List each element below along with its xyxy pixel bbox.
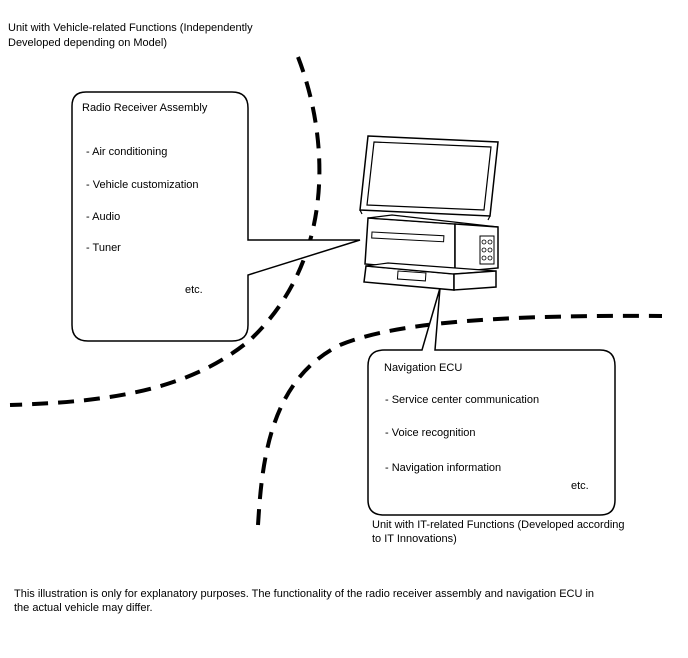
radio-receiver-item-tuner: - Tuner [86,242,121,254]
footnote-line1: This illustration is only for explanator… [14,588,595,600]
navigation-ecu-etc: etc. [571,480,589,492]
navigation-ecu-item-service-center: - Service center communication [385,394,540,406]
footnote-line2: the actual vehicle may differ. [14,602,153,614]
navigation-ecu-callout-bubble [367,287,616,516]
navigation-ecu-item-navigation-information: - Navigation information [385,462,502,474]
radio-receiver-item-vehicle-customization: - Vehicle customization [86,179,199,191]
it-unit-caption-line2: to IT Innovations) [372,533,457,545]
vehicle-unit-caption-line1: Unit with Vehicle-related Functions (Ind… [8,22,253,34]
navigation-ecu-item-voice-recognition: - Voice recognition [385,427,476,439]
radio-receiver-callout-bubble [71,91,361,342]
vehicle-unit-boundary-dashed-line [9,56,322,407]
display-screen-illustration [359,135,499,221]
radio-receiver-item-audio: - Audio [86,211,121,223]
it-unit-boundary-dashed-line [256,313,663,526]
vehicle-unit-caption-line2: Developed depending on Model) [8,37,168,49]
navigation-ecu-unit-illustration [363,262,497,291]
radio-receiver-title: Radio Receiver Assembly [82,102,208,114]
navigation-ecu-title: Navigation ECU [384,362,463,374]
radio-receiver-etc: etc. [185,284,203,296]
radio-receiver-item-air-conditioning: - Air conditioning [86,146,168,158]
it-unit-caption-line1: Unit with IT-related Functions (Develope… [372,519,625,531]
radio-receiver-unit-illustration [364,214,499,273]
